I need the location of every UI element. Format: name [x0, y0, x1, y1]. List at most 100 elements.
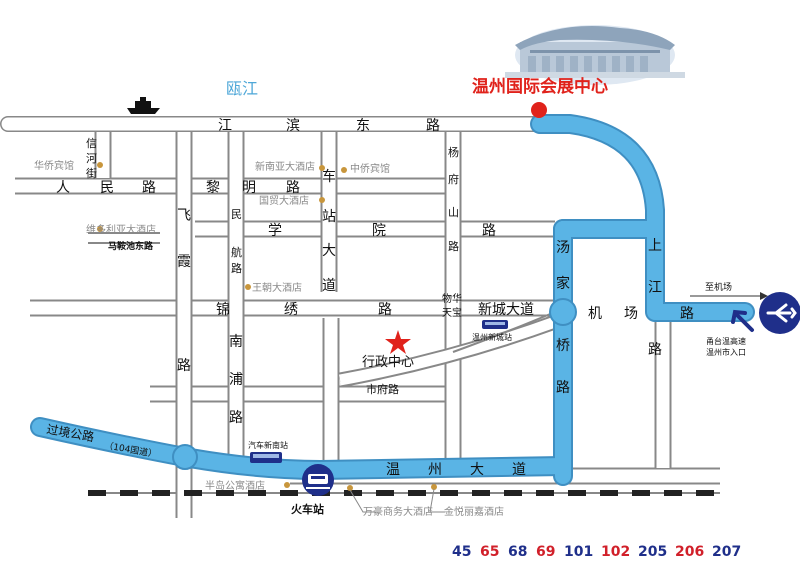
road-label-min-hang-1: 民: [231, 208, 242, 221]
road-label-min-hang-2: 航: [231, 245, 242, 259]
place-wu-hua-1: 物华: [442, 292, 462, 305]
road-label-xin-he-1: 信: [86, 137, 97, 150]
road-label-jin-xiu-2: 绣: [284, 302, 298, 318]
road-label-yang-fu-shan-4: 路: [448, 240, 459, 253]
road-label-shang-jiang-3: 路: [648, 342, 662, 358]
road-label-xue-yuan-2: 院: [372, 223, 386, 239]
bus-route-number: 101: [564, 544, 593, 560]
road-label-yang-fu-shan-3: 山: [448, 206, 459, 219]
place-hua-qiao[interactable]: 华侨宾馆: [34, 159, 74, 172]
road-label-yang-fu-shan-1: 杨: [448, 145, 459, 159]
train-station-icon[interactable]: [302, 464, 334, 496]
road-label-tang-jia-qiao-2: 家: [556, 275, 570, 292]
road-label-che-zhan-2: 站: [322, 209, 336, 225]
bus-icon-south: [250, 452, 282, 463]
place-xin-cheng-station[interactable]: 温州新城站: [472, 332, 512, 342]
road-label-li-ming-2: 明: [242, 180, 256, 196]
road-label-fei-xia-1: 飞: [177, 208, 191, 224]
bus-icon-xin-cheng: [482, 320, 508, 329]
road-label-ma-an-chi: 马鞍池东路: [108, 240, 154, 252]
bus-route-number: 102: [601, 544, 630, 560]
road-label-ren-min-2: 民: [100, 180, 114, 196]
highlighted-route: [30, 114, 755, 486]
place-jin-yue[interactable]: 金悦丽嘉酒店: [444, 505, 504, 518]
road-label-xin-he-3: 街: [86, 166, 97, 180]
highway-entrance-arrow-icon: [731, 309, 754, 332]
place-wan-hao[interactable]: 万豪商务大酒店: [363, 505, 433, 518]
road-label-xue-yuan-3: 路: [482, 223, 496, 239]
road-label-yang-fu-shan-2: 府: [448, 172, 459, 186]
bus-route-number: 205: [638, 544, 667, 560]
administrative-center-star-icon[interactable]: [385, 330, 411, 354]
hotel-dot-guo-mao: [319, 197, 325, 203]
road-label-tang-jia-qiao-3: 桥: [556, 338, 570, 354]
hotel-dot-wang-chao: [245, 284, 251, 290]
road-label-nan-pu-1: 南: [229, 334, 243, 350]
place-zhong-qiao[interactable]: 中侨宾馆: [350, 162, 390, 175]
road-label-che-zhan-3: 大: [322, 243, 336, 259]
road-label-wen-zhou-1: 温: [386, 462, 400, 478]
road-label-min-hang-3: 路: [231, 262, 242, 275]
road-label-nan-pu-2: 浦: [229, 372, 243, 388]
road-label-fei-xia-3: 路: [177, 358, 191, 374]
bus-route-number: 207: [712, 544, 741, 560]
road-label-ren-min-1: 人: [56, 180, 70, 196]
road-label-wen-zhou-4: 道: [512, 462, 526, 478]
place-xing-zheng[interactable]: 行政中心: [362, 355, 414, 370]
road-label-ji-chang-3: 路: [680, 306, 694, 322]
road-label-jiang-bin-dong-3: 东: [356, 118, 370, 134]
hotel-dot-jin-yue: [431, 484, 437, 490]
hotel-dot-wei-duo-li-ya: [97, 226, 103, 232]
hotel-dot-hua-qiao: [97, 162, 103, 168]
road-label-nan-pu-3: 路: [229, 410, 243, 426]
place-wang-chao[interactable]: 王朝大酒店: [252, 281, 302, 294]
road-label-jin-xiu-3: 路: [378, 302, 392, 318]
road-label-wen-zhou-3: 大: [470, 462, 484, 478]
road-label-li-ming-1: 黎: [206, 180, 220, 196]
hotel-dot-wan-hao: [347, 485, 353, 491]
road-label-ren-min-3: 路: [142, 180, 156, 196]
road-label-shang-jiang-2: 江: [648, 280, 662, 296]
map-title: 温州国际会展中心: [472, 76, 608, 97]
road-label-tang-jia-qiao-4: 路: [556, 380, 570, 396]
road-label-tang-jia-qiao-1: 汤: [556, 240, 570, 256]
place-guo-mao[interactable]: 国贸大酒店: [259, 194, 309, 207]
place-bus-south[interactable]: 汽车新南站: [248, 440, 288, 450]
road-label-jiang-bin-dong-4: 路: [426, 118, 440, 134]
road-label-che-zhan-1: 车: [322, 168, 336, 185]
bus-route-number: 65: [480, 544, 499, 560]
place-wu-hua-2: 天宝: [442, 306, 462, 319]
road-label-wen-zhou-2: 州: [428, 462, 442, 478]
road-label-jiang-bin-dong-2: 滨: [286, 118, 300, 134]
ship-icon: [127, 97, 160, 114]
river-label: 瓯江: [226, 79, 258, 98]
exhibition-building-image: [505, 25, 685, 85]
road-label-ji-chang-1: 机: [588, 306, 602, 322]
place-xin-nan-ya[interactable]: 新南亚大酒店: [255, 160, 315, 173]
road-label-che-zhan-4: 道: [322, 278, 336, 294]
road-label-xin-he-2: 河: [86, 152, 97, 165]
road-label-shang-jiang-1: 上: [648, 238, 662, 254]
exhibition-center-marker[interactable]: [531, 102, 547, 118]
road-label-xin-cheng: 新城大道: [478, 302, 534, 318]
place-wei-duo-li-ya[interactable]: 维多利亚大酒店: [86, 223, 156, 236]
hotel-dot-ban-dao: [284, 482, 290, 488]
airplane-icon[interactable]: [759, 292, 800, 334]
road-label-jiang-bin-dong-1: 江: [218, 118, 232, 134]
road-label-li-ming-3: 路: [286, 180, 300, 196]
road-label-jin-xiu-1: 锦: [216, 301, 230, 318]
bus-route-number: 69: [536, 544, 555, 560]
place-ban-dao[interactable]: 半岛公寓酒店: [205, 479, 265, 492]
road-label-xue-yuan-1: 学: [268, 223, 282, 239]
to-airport-label: 至机场: [705, 281, 732, 293]
place-train-station[interactable]: 火车站: [291, 502, 324, 516]
road-label-ji-chang-2: 场: [624, 306, 638, 322]
bus-route-number: 45: [452, 544, 471, 560]
hotel-dot-xin-nan-ya: [319, 165, 325, 171]
hotel-dots: [97, 162, 437, 491]
to-airport-arrow-icon: [690, 292, 768, 300]
bus-route-number: 206: [675, 544, 704, 560]
road-label-shi-fu: 市府路: [366, 382, 399, 396]
